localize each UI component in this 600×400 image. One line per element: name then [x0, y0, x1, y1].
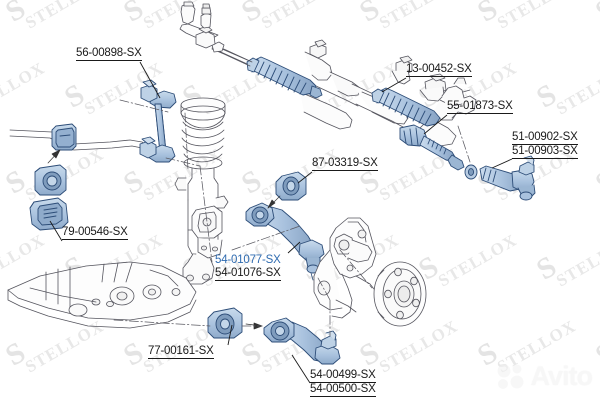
- part-number-text: 13-00452-SX: [406, 63, 472, 77]
- part-number-text: 77-00161-SX: [148, 345, 214, 359]
- steering-rack-boot-left: [246, 56, 323, 99]
- part-number-text: 51-00902-SX: [512, 131, 578, 145]
- steering-knuckle: [313, 217, 379, 319]
- part-number-text: 87-03319-SX: [312, 157, 378, 171]
- upper-control-arm: [245, 202, 325, 281]
- leader-line: [381, 77, 407, 93]
- leader-line: [291, 354, 311, 384]
- leader-line: [297, 171, 313, 184]
- part-number-text: 54-01076-SX: [215, 267, 281, 281]
- stabilizer-bar-bracket: [29, 197, 69, 231]
- leader-line: [227, 324, 233, 346]
- control-arm-bushing-label: 87-03319-SX: [312, 157, 378, 171]
- strut-and-coil-spring: [174, 97, 229, 285]
- upper-bushing-assembly-arrow: [267, 195, 281, 209]
- front-subframe: [7, 261, 197, 329]
- leader-line: [287, 241, 301, 254]
- leader-line: [491, 158, 513, 169]
- leader-line: [49, 220, 63, 242]
- part-number-text: 55-01873-SX: [447, 100, 513, 114]
- lower-arm-bushing-label: 77-00161-SX: [148, 345, 214, 359]
- stabilizer-link: [139, 79, 177, 163]
- stabilizer-bar-bushing: [34, 164, 67, 196]
- upper-control-arm-bushing: [275, 171, 307, 201]
- avito-circles-icon: [497, 364, 523, 389]
- inner-tie-rod-label: 55-01873-SX: [447, 100, 513, 114]
- lower-control-arm: [263, 317, 341, 365]
- stabilizer-bar-bushing-mounted: [51, 123, 77, 151]
- part-number-text: 54-00500-SX: [310, 383, 376, 397]
- lower-control-arm-bushing: [207, 307, 243, 339]
- inner-tie-rod: [399, 124, 465, 171]
- steering-rack-boot-right: [371, 87, 441, 127]
- avito-wordmark: Avito: [530, 361, 593, 391]
- stabilizer-bar-bracket-label: 79-00546-SX: [62, 226, 128, 240]
- part-number-text: 51-00903-SX: [512, 145, 578, 159]
- avito-watermark: Avito: [496, 361, 593, 392]
- leader-line: [139, 61, 161, 99]
- steering-rack-boot-label: 13-00452-SX: [406, 63, 472, 77]
- tie-rod-lock-nut: [464, 164, 478, 180]
- leader-line: [423, 114, 448, 135]
- left-tie-rod-assembly: [195, 3, 253, 67]
- part-number-text: 54-01077-SX: [215, 254, 281, 266]
- part-number-text: 79-00546-SX: [62, 226, 128, 240]
- part-number-text: 56-00898-SX: [76, 47, 142, 61]
- wheel-hub: [373, 261, 427, 327]
- assembly-construction-lines: [113, 99, 471, 337]
- part-number-text: 54-00499-SX: [310, 369, 376, 383]
- stabilizer-link-label: 56-00898-SX: [76, 47, 142, 61]
- stabilizer-bushing-arrow: [47, 149, 61, 164]
